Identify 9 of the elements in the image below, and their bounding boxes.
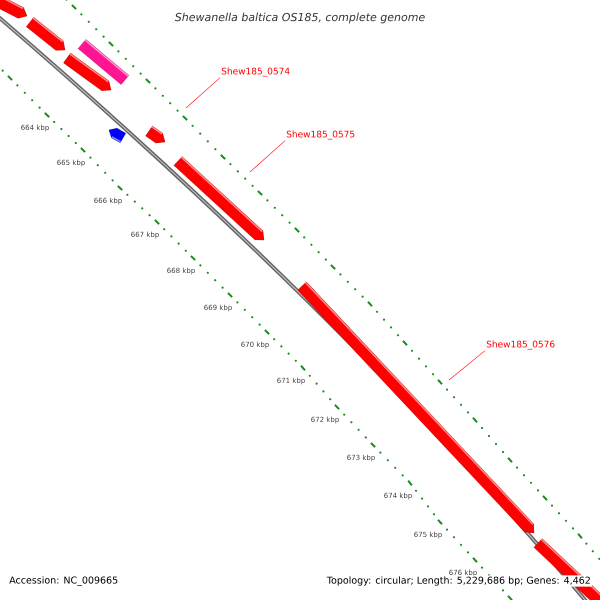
accession-text: Accession: NC_009665	[8, 575, 120, 587]
gene-label: Shew185_0576	[486, 340, 555, 350]
genome-summary-text: Topology: circular; Length: 5,229,686 bp; Genes: 4,462	[326, 575, 592, 587]
gene-label: Shew185_0574	[222, 68, 290, 76]
leader-line	[250, 140, 286, 172]
gene-label: Shew185_0575	[286, 130, 354, 140]
title: Shewanella baltica OS185, complete genome	[174, 12, 425, 24]
leader-line	[186, 77, 220, 108]
leader-line	[448, 350, 486, 380]
